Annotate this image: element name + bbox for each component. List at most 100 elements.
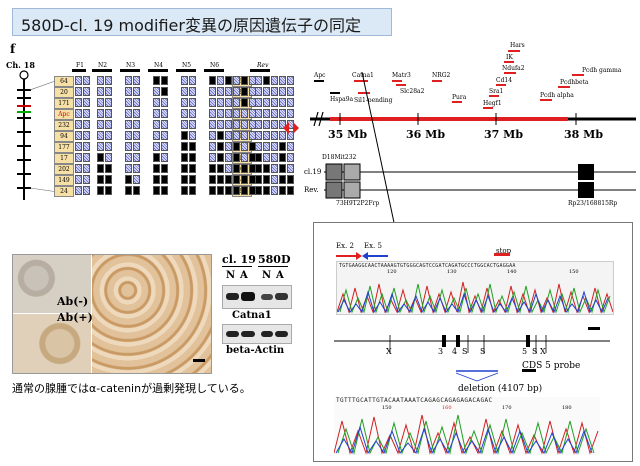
genotype-cell: [125, 109, 132, 118]
genotype-cell: [75, 76, 82, 85]
scale-37mb: 37 Mb: [484, 128, 524, 141]
seq-bottom-tick: 180: [562, 405, 572, 411]
genotype-cell: [209, 153, 216, 162]
genotype-cell: [75, 175, 82, 184]
genotype-cell: [255, 164, 262, 173]
strain-label-rev: Rev.: [304, 186, 319, 194]
band: [241, 292, 255, 301]
seq-top-tick: 130: [447, 269, 457, 275]
genotype-cell: [161, 186, 168, 195]
genotype-cell: [279, 175, 286, 184]
genome-axis: [310, 111, 636, 127]
chromatogram-top: TGTGAAGGCAACTAAAAGTGTGGGCAGTCCGATCAGATGC…: [336, 261, 614, 315]
genotype-cell: [217, 153, 224, 162]
genotype-cell: [209, 87, 216, 96]
gene-label-ik: IK: [506, 54, 513, 61]
genotype-cell: [225, 142, 232, 151]
genotype-cell: [287, 164, 294, 173]
genotype-cell: [225, 76, 232, 85]
genotype-cell: [75, 131, 82, 140]
genotype-cell: [271, 142, 278, 151]
bac-right-label: Rp23/168815Rp: [568, 200, 618, 207]
genotype-cell: [83, 175, 90, 184]
gene-label-pura: Pura: [452, 94, 467, 101]
band: [226, 331, 239, 337]
genotype-cell: [181, 153, 188, 162]
genotype-cell: [279, 131, 286, 140]
genotype-cell: [279, 186, 286, 195]
genotype-cell: [75, 186, 82, 195]
genotype-cell: [263, 98, 270, 107]
genotype-cell: [263, 142, 270, 151]
gene-label-slc28a2: Slc28a2: [400, 88, 425, 95]
genotype-cell: [225, 131, 232, 140]
histology-main: [92, 255, 211, 373]
genotype-cell: [125, 142, 132, 151]
western-group-underline: [222, 266, 252, 267]
sequence-top-text: TGTGAAGGCAACTAAAAGTGTGGGCAGTCCGATCAGATGC…: [339, 263, 516, 269]
caption-text: 通常の腺腫ではα-cateninが過剰発現している。: [12, 382, 251, 395]
gen-label-n6: N6: [210, 62, 220, 69]
gene-bar: [504, 61, 514, 63]
genotype-cell: [133, 87, 140, 96]
genotype-cell: [279, 76, 286, 85]
genotype-cell: [189, 120, 196, 129]
exon-label: 4: [452, 347, 458, 356]
scale-38mb: 38 Mb: [564, 128, 604, 141]
ab-plus-label: Ab(+): [57, 311, 93, 324]
western-group-cl19: cl. 19: [222, 253, 256, 266]
genotype-cell: [271, 87, 278, 96]
genotype-cell: [225, 98, 232, 107]
gene-label-sil1-pending: Sil1-pending: [354, 97, 393, 104]
site-label: S: [480, 347, 486, 356]
site-label: S: [462, 347, 468, 356]
genotype-cell: [97, 109, 104, 118]
band: [261, 331, 273, 337]
band: [275, 331, 288, 337]
genotype-cell: [233, 186, 240, 195]
exon-label: 3: [438, 347, 444, 356]
gene-label-cd14: Cd14: [496, 77, 513, 84]
page-title: 580D-cl. 19 modifier変異の原因遺伝子の同定: [21, 16, 361, 35]
genotype-cell: [189, 153, 196, 162]
genotype-cell: [233, 120, 240, 129]
x-site-label: X: [386, 347, 392, 356]
stop-label: stop: [496, 247, 512, 255]
genotype-cell: [241, 142, 248, 151]
genotype-cell: [153, 76, 160, 85]
western-group-580d: 580D: [258, 253, 291, 266]
genotype-cell: [209, 142, 216, 151]
genotype-cell: [287, 131, 294, 140]
catna1-pointer-arrow: [361, 72, 400, 238]
genotype-cell: [125, 131, 132, 140]
western-group-underline: [258, 266, 288, 267]
genotype-cell: [271, 153, 278, 162]
genotype-cell: [83, 186, 90, 195]
gen-label-n4: N4: [154, 62, 164, 69]
genotype-cell: [133, 98, 140, 107]
genotype-cell: [105, 175, 112, 184]
genotype-cell: [161, 87, 168, 96]
genotype-cell: [181, 109, 188, 118]
genotype-cell: [209, 76, 216, 85]
genotype-cell: [217, 142, 224, 151]
genotype-cell: [75, 153, 82, 162]
marker-box: Apc: [54, 109, 74, 120]
genotype-cell: [105, 131, 112, 140]
genotype-cell: [217, 175, 224, 184]
genotype-cell: [271, 76, 278, 85]
genotype-cell: [75, 109, 82, 118]
marker-box: 20: [54, 87, 74, 98]
genotype-cell: [287, 98, 294, 107]
genotype-cell: [217, 164, 224, 173]
genotype-cell: [125, 175, 132, 184]
strain-label-cl19: cl.19: [304, 168, 322, 176]
genotype-cell: [209, 98, 216, 107]
genotype-cell: [241, 76, 248, 85]
genotype-cell: [161, 76, 168, 85]
genotype-cell: [83, 153, 90, 162]
panel-letter: f: [10, 42, 16, 56]
genotype-cell: [133, 120, 140, 129]
ex2-label: Ex. 2: [336, 242, 354, 250]
gene-label-matr3: Matr3: [392, 72, 411, 79]
